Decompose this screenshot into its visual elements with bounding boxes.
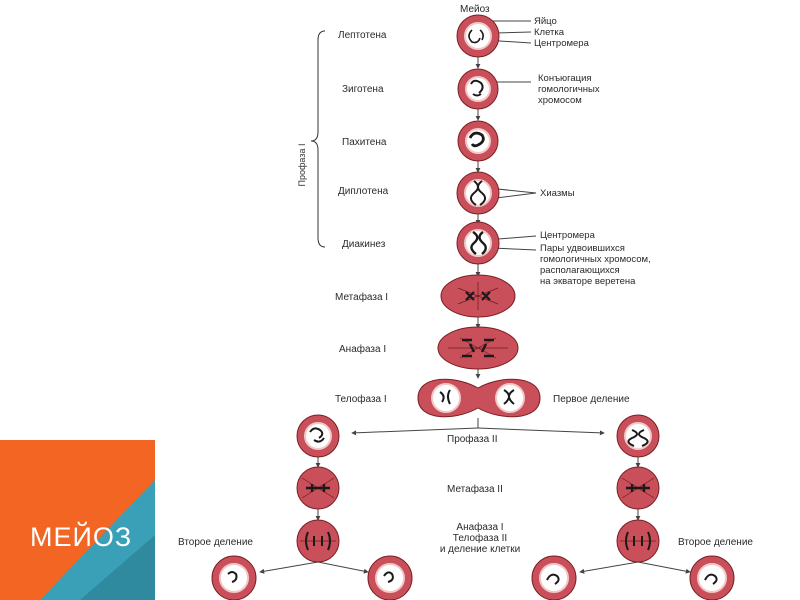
chromosome bbox=[468, 131, 485, 148]
leader-line bbox=[491, 247, 537, 251]
annotation-second-division-right: Второе деление bbox=[678, 537, 753, 548]
cell-pachytene bbox=[457, 120, 499, 162]
slide-title: МЕЙОЗ bbox=[30, 522, 133, 552]
arrow bbox=[637, 561, 691, 574]
phase-label-anaphase-1: Анафаза I bbox=[339, 344, 387, 355]
cell-anaphase-2-right bbox=[616, 519, 660, 563]
cell-daughter-1 bbox=[211, 555, 257, 600]
chromosome bbox=[627, 429, 649, 447]
phase-label-prophase-2: Профаза II bbox=[447, 434, 498, 445]
arrow bbox=[317, 561, 369, 574]
chromosome bbox=[383, 571, 394, 583]
chromosome bbox=[309, 427, 325, 443]
cell-diakinesis bbox=[456, 221, 500, 265]
chromosome bbox=[625, 531, 651, 551]
annotation-chiasmata: Хиазмы bbox=[540, 188, 575, 199]
spindle bbox=[457, 282, 499, 310]
chromosome bbox=[470, 180, 486, 206]
leader-line bbox=[495, 31, 532, 34]
spindle bbox=[448, 337, 508, 359]
annotation-second-division-left: Второе деление bbox=[178, 537, 253, 548]
phase-label-metaphase-1: Метафаза I bbox=[335, 292, 389, 303]
arrow bbox=[579, 561, 639, 574]
chromosome bbox=[626, 484, 650, 492]
phase-label-diplotene: Диплотена bbox=[338, 186, 389, 197]
annotation-centromere-top: Центромера bbox=[534, 38, 589, 49]
annotation-pairs: Пары удвоившихся гомологичных хромосом, … bbox=[540, 243, 651, 287]
cell-anaphase-1 bbox=[437, 326, 519, 370]
flow-arrows bbox=[259, 20, 691, 574]
corner-decoration bbox=[0, 440, 155, 600]
chromosome bbox=[227, 571, 238, 583]
cell-zygotene bbox=[457, 68, 499, 110]
cell-leptotene bbox=[456, 14, 500, 58]
chromosome bbox=[462, 338, 494, 358]
cell-metaphase-2-left bbox=[296, 466, 340, 510]
annotation-egg: Яйцо bbox=[534, 16, 557, 27]
cell-daughter-2 bbox=[367, 555, 413, 600]
cell-daughter-3 bbox=[531, 555, 577, 600]
cell-diplotene bbox=[456, 171, 500, 215]
chromosome bbox=[305, 531, 331, 551]
chromosome bbox=[503, 389, 515, 405]
group-label-prophase-1: Профаза I bbox=[297, 143, 307, 187]
chromosome bbox=[546, 573, 560, 585]
chromosome bbox=[439, 389, 451, 405]
chromosome bbox=[470, 230, 487, 255]
phase-label-telophase-1: Телофаза I bbox=[335, 394, 387, 405]
cell-metaphase-1 bbox=[440, 274, 516, 318]
cell-daughter-4 bbox=[689, 555, 735, 600]
phase-label-anaphase-telophase: Анафаза I Телофаза II и деление клетки bbox=[439, 522, 521, 555]
prophase-bracket bbox=[310, 30, 326, 248]
arrow bbox=[351, 427, 479, 436]
phase-label-leptotene: Лептотена bbox=[338, 30, 387, 41]
annotation-conjugation: Конъюгация гомологичных хромосом bbox=[538, 73, 600, 106]
diagram-title: Мейоз bbox=[460, 4, 490, 15]
annotation-cell: Клетка bbox=[534, 27, 565, 38]
chromosome bbox=[306, 484, 330, 492]
arrow bbox=[259, 561, 319, 574]
arrow bbox=[477, 427, 605, 436]
cell-prophase-2-left bbox=[296, 414, 340, 458]
chromosome bbox=[704, 573, 718, 585]
phase-label-pachytene: Пахитена bbox=[342, 137, 387, 148]
phase-label-diakinesis: Диакинез bbox=[342, 239, 386, 250]
cell-metaphase-2-right bbox=[616, 466, 660, 510]
cell-anaphase-2-left bbox=[296, 519, 340, 563]
chromosome bbox=[468, 29, 484, 44]
cell-prophase-2-right bbox=[616, 414, 660, 458]
chromosome bbox=[470, 79, 484, 97]
annotation-first-division: Первое деление bbox=[553, 394, 630, 405]
annotation-centromere-mid: Центромера bbox=[540, 230, 595, 241]
cell-telophase-1 bbox=[417, 378, 541, 418]
phase-label-zygotene: Зиготена bbox=[342, 84, 384, 95]
phase-label-metaphase-2: Метафаза II bbox=[447, 484, 503, 495]
chromosome bbox=[465, 291, 491, 301]
